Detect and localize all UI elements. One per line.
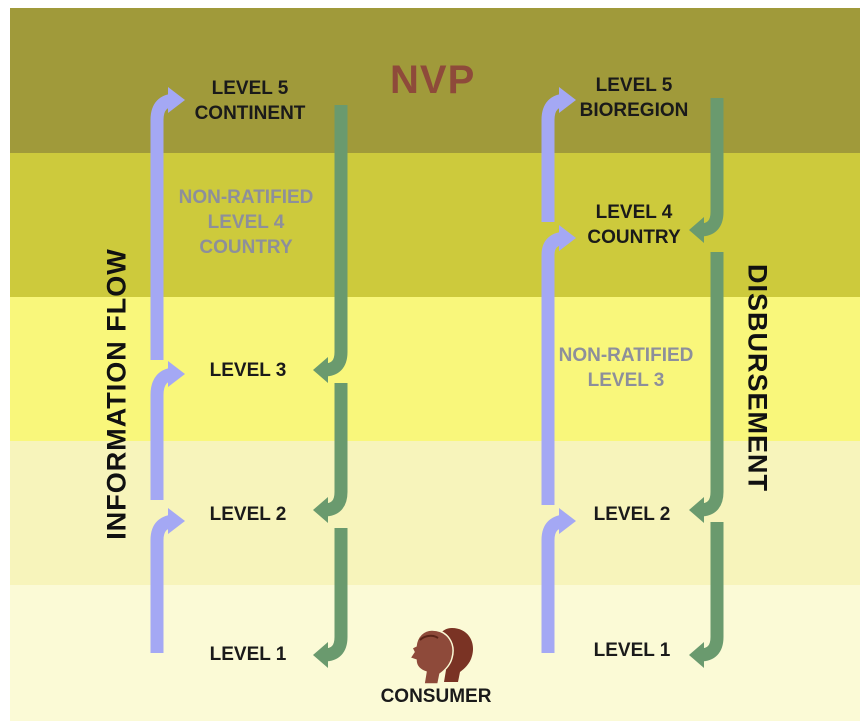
disb-arrowheads-left xyxy=(313,357,328,668)
disb-arrowhead xyxy=(313,497,328,523)
info-arrow-l3-to-l5 xyxy=(150,93,177,360)
info-arrowhead xyxy=(168,361,185,387)
left-level-5-line-2: CONTINENT xyxy=(194,103,306,124)
disb-flow-arrows-right xyxy=(699,98,724,662)
right-level-1-label: LEVEL 1 xyxy=(593,640,671,661)
disb-arrow-l5-to-l3 xyxy=(323,105,348,377)
left-level-2-label: LEVEL 2 xyxy=(209,504,287,525)
right-non-ratified-line-2: LEVEL 3 xyxy=(587,370,665,391)
info-arrowhead xyxy=(559,508,576,534)
right-non-ratified-label: NON-RATIFIED LEVEL 3 xyxy=(556,343,696,393)
info-arrowheads-left xyxy=(168,87,185,534)
right-level-4-label: LEVEL 4 COUNTRY xyxy=(576,200,692,250)
disb-arrow-l2-to-l1 xyxy=(323,528,348,662)
disbursement-label: DISBURSEMENT xyxy=(742,263,773,493)
left-non-ratified-label: NON-RATIFIED LEVEL 4 COUNTRY xyxy=(176,185,316,260)
right-level-4-line-2: COUNTRY xyxy=(587,227,681,248)
disb-arrowhead xyxy=(689,217,704,243)
left-non-ratified-line-3: COUNTRY xyxy=(199,237,293,258)
left-non-ratified-line-2: LEVEL 4 xyxy=(207,212,285,233)
info-arrow-l1-to-l2 xyxy=(150,514,177,653)
disb-arrowhead xyxy=(313,642,328,668)
disb-arrow-r5-to-r4 xyxy=(699,98,724,237)
diagram-title: NVP xyxy=(390,58,476,102)
info-arrowhead xyxy=(168,87,185,113)
right-non-ratified-line-1: NON-RATIFIED xyxy=(558,345,694,366)
info-arrowhead xyxy=(559,87,576,113)
disb-arrow-l3-to-l2 xyxy=(323,383,348,517)
right-level-5-line-2: BIOREGION xyxy=(579,100,689,121)
left-non-ratified-line-1: NON-RATIFIED xyxy=(178,187,314,208)
left-level-1-label: LEVEL 1 xyxy=(209,644,287,665)
info-arrowhead xyxy=(559,225,576,251)
info-arrowhead xyxy=(168,508,185,534)
right-level-5-label: LEVEL 5 BIOREGION xyxy=(572,73,696,123)
disb-arrowhead xyxy=(689,642,704,668)
right-level-5-line-1: LEVEL 5 xyxy=(595,75,673,96)
info-arrowheads-right xyxy=(559,87,576,534)
consumer-label: CONSUMER xyxy=(380,686,492,707)
information-flow-label: INFORMATION FLOW xyxy=(101,248,132,540)
left-level-5-label: LEVEL 5 CONTINENT xyxy=(188,76,312,126)
info-arrow-r4-to-r5 xyxy=(541,93,568,222)
disb-arrowhead xyxy=(313,357,328,383)
disb-arrowheads-right xyxy=(689,217,704,668)
right-level-2-label: LEVEL 2 xyxy=(593,504,671,525)
left-level-5-line-1: LEVEL 5 xyxy=(211,78,289,99)
disb-arrow-r2-to-r1 xyxy=(699,522,724,662)
left-level-3-label: LEVEL 3 xyxy=(209,360,287,381)
disb-arrowhead xyxy=(689,497,704,523)
disb-arrow-r4-to-r2 xyxy=(699,252,724,517)
info-arrow-l2-to-l3 xyxy=(150,367,177,500)
two-faces-icon xyxy=(408,628,474,685)
right-level-4-line-1: LEVEL 4 xyxy=(595,202,673,223)
info-arrow-r1-to-r2 xyxy=(541,514,568,653)
